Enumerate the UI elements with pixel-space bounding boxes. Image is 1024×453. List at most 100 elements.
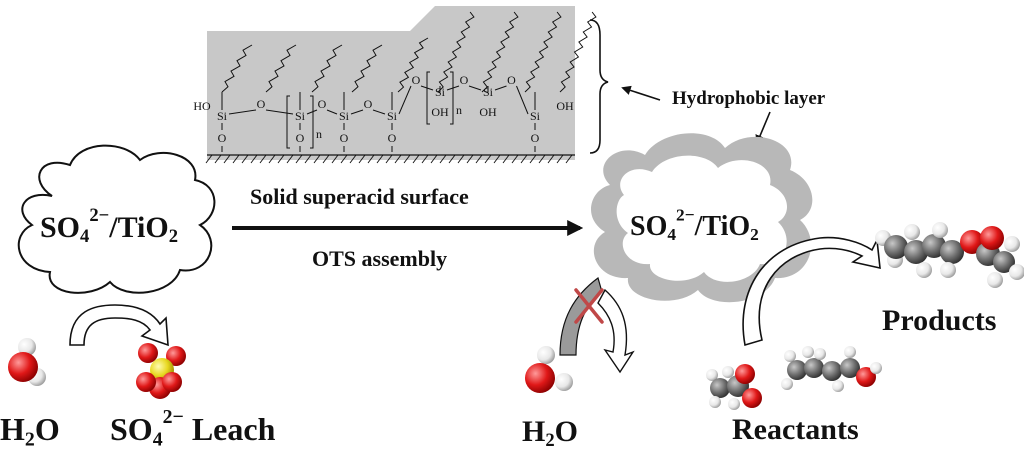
layer-brace	[589, 19, 609, 154]
hatch-mark	[511, 154, 519, 164]
si-o-bond	[306, 109, 318, 115]
repeat-bracket	[310, 95, 314, 149]
bridging-oxygen: O	[507, 73, 516, 87]
hydrogen-sphere	[932, 222, 948, 238]
hatch-mark	[214, 154, 222, 164]
hatch-mark	[565, 154, 573, 164]
reaction-curved-arrow	[742, 236, 881, 347]
hydrogen-sphere	[904, 224, 920, 240]
oxygen-sphere	[980, 226, 1004, 250]
hydrogen-sphere	[555, 373, 573, 391]
hatch-mark	[529, 154, 537, 164]
alkyl-chain	[524, 11, 562, 93]
water-molecule-right	[525, 346, 573, 393]
hatch-mark	[322, 154, 330, 164]
si-o-bond	[494, 85, 507, 91]
hatch-mark	[250, 154, 258, 164]
right-catalyst-cloud	[591, 133, 813, 303]
blocked-cross-icon	[574, 288, 604, 324]
alkyl-chain	[265, 44, 297, 93]
hydroxyl-group: HO	[193, 99, 211, 113]
hydrogen-sphere	[537, 346, 555, 364]
hatch-mark	[394, 154, 402, 164]
hatch-mark	[421, 154, 429, 164]
carbon-sphere	[804, 358, 824, 378]
left-catalyst-cloud	[17, 144, 216, 294]
oxygen-sphere	[138, 343, 158, 363]
alkyl-chain	[311, 44, 343, 93]
alkyl-chain	[437, 11, 475, 93]
oxygen-sphere	[735, 364, 755, 384]
hatch-mark	[205, 154, 213, 164]
si-o-bond	[446, 85, 460, 91]
hydrogen-sphere	[832, 380, 844, 392]
si-o-bond	[265, 109, 294, 115]
carbon-sphere	[940, 240, 964, 264]
hydrogen-sphere	[784, 350, 796, 362]
carbon-sphere	[787, 360, 807, 380]
oxygen-sphere	[8, 352, 38, 382]
hatch-mark	[331, 154, 339, 164]
hatch-mark	[457, 154, 465, 164]
hatch-mark	[475, 154, 483, 164]
ester-product-molecule	[875, 222, 1024, 288]
carbon-sphere	[710, 378, 730, 398]
hatch-mark	[304, 154, 312, 164]
repeat-index: n	[456, 103, 462, 117]
right-water-label: H2O	[522, 415, 578, 452]
carbon-sphere	[884, 235, 908, 259]
hatch-mark	[223, 154, 231, 164]
sulfate-leach-label: SO42− Leach	[110, 406, 276, 451]
hatch-mark	[520, 154, 528, 164]
silicon-atom: Si	[530, 109, 541, 123]
sulfate-molecule	[136, 343, 186, 399]
reactants-label: Reactants	[732, 413, 859, 446]
hydroxyl-group: OH	[431, 105, 449, 119]
silicon-atom: Si	[339, 109, 350, 123]
hydrogen-sphere	[18, 338, 36, 356]
si-o-bond	[372, 109, 386, 115]
oxygen-sphere	[162, 372, 182, 392]
blocked-water-arrow	[559, 277, 635, 374]
hatch-mark	[412, 154, 420, 164]
hydrophobic-layer-label: Hydrophobic layer	[672, 88, 826, 109]
hatch-mark	[556, 154, 564, 164]
surface-background	[207, 6, 575, 160]
bridging-oxygen: O	[412, 73, 421, 87]
carbon-sphere	[822, 361, 842, 381]
hatch-mark	[538, 154, 546, 164]
oxygen-atom: O	[340, 131, 349, 145]
hydrogen-sphere	[781, 378, 793, 390]
alkyl-chain	[481, 11, 519, 93]
oxygen-sphere	[525, 363, 555, 393]
alkyl-chains	[221, 11, 597, 93]
silicon-atom: Si	[295, 109, 306, 123]
hatch-mark	[385, 154, 393, 164]
hatch-mark	[403, 154, 411, 164]
hydrogen-sphere	[870, 362, 882, 374]
hydrogen-sphere	[709, 396, 721, 408]
hatch-mark	[484, 154, 492, 164]
hatch-mark	[376, 154, 384, 164]
oxygen-atom: O	[218, 131, 227, 145]
repeat-bracket	[450, 71, 454, 125]
layer-pointer-arrow-top	[621, 85, 661, 101]
carbon-sphere	[840, 358, 860, 378]
oxygen-sphere	[166, 346, 186, 366]
si-o-bond	[350, 109, 364, 115]
acid-reactant-molecule	[706, 364, 762, 410]
oxygen-sphere	[856, 367, 876, 387]
si-o-bond	[468, 85, 482, 91]
hatch-mark	[547, 154, 555, 164]
silicon-atom: Si	[217, 109, 228, 123]
hatch-mark	[340, 154, 348, 164]
hydrogen-sphere	[916, 262, 932, 278]
hydrogen-sphere	[940, 262, 956, 278]
hydrogen-sphere	[814, 348, 826, 360]
hydrogen-sphere	[844, 346, 856, 358]
substrate-hatching	[205, 154, 573, 164]
hatch-mark	[286, 154, 294, 164]
hydrogen-sphere	[802, 346, 814, 358]
